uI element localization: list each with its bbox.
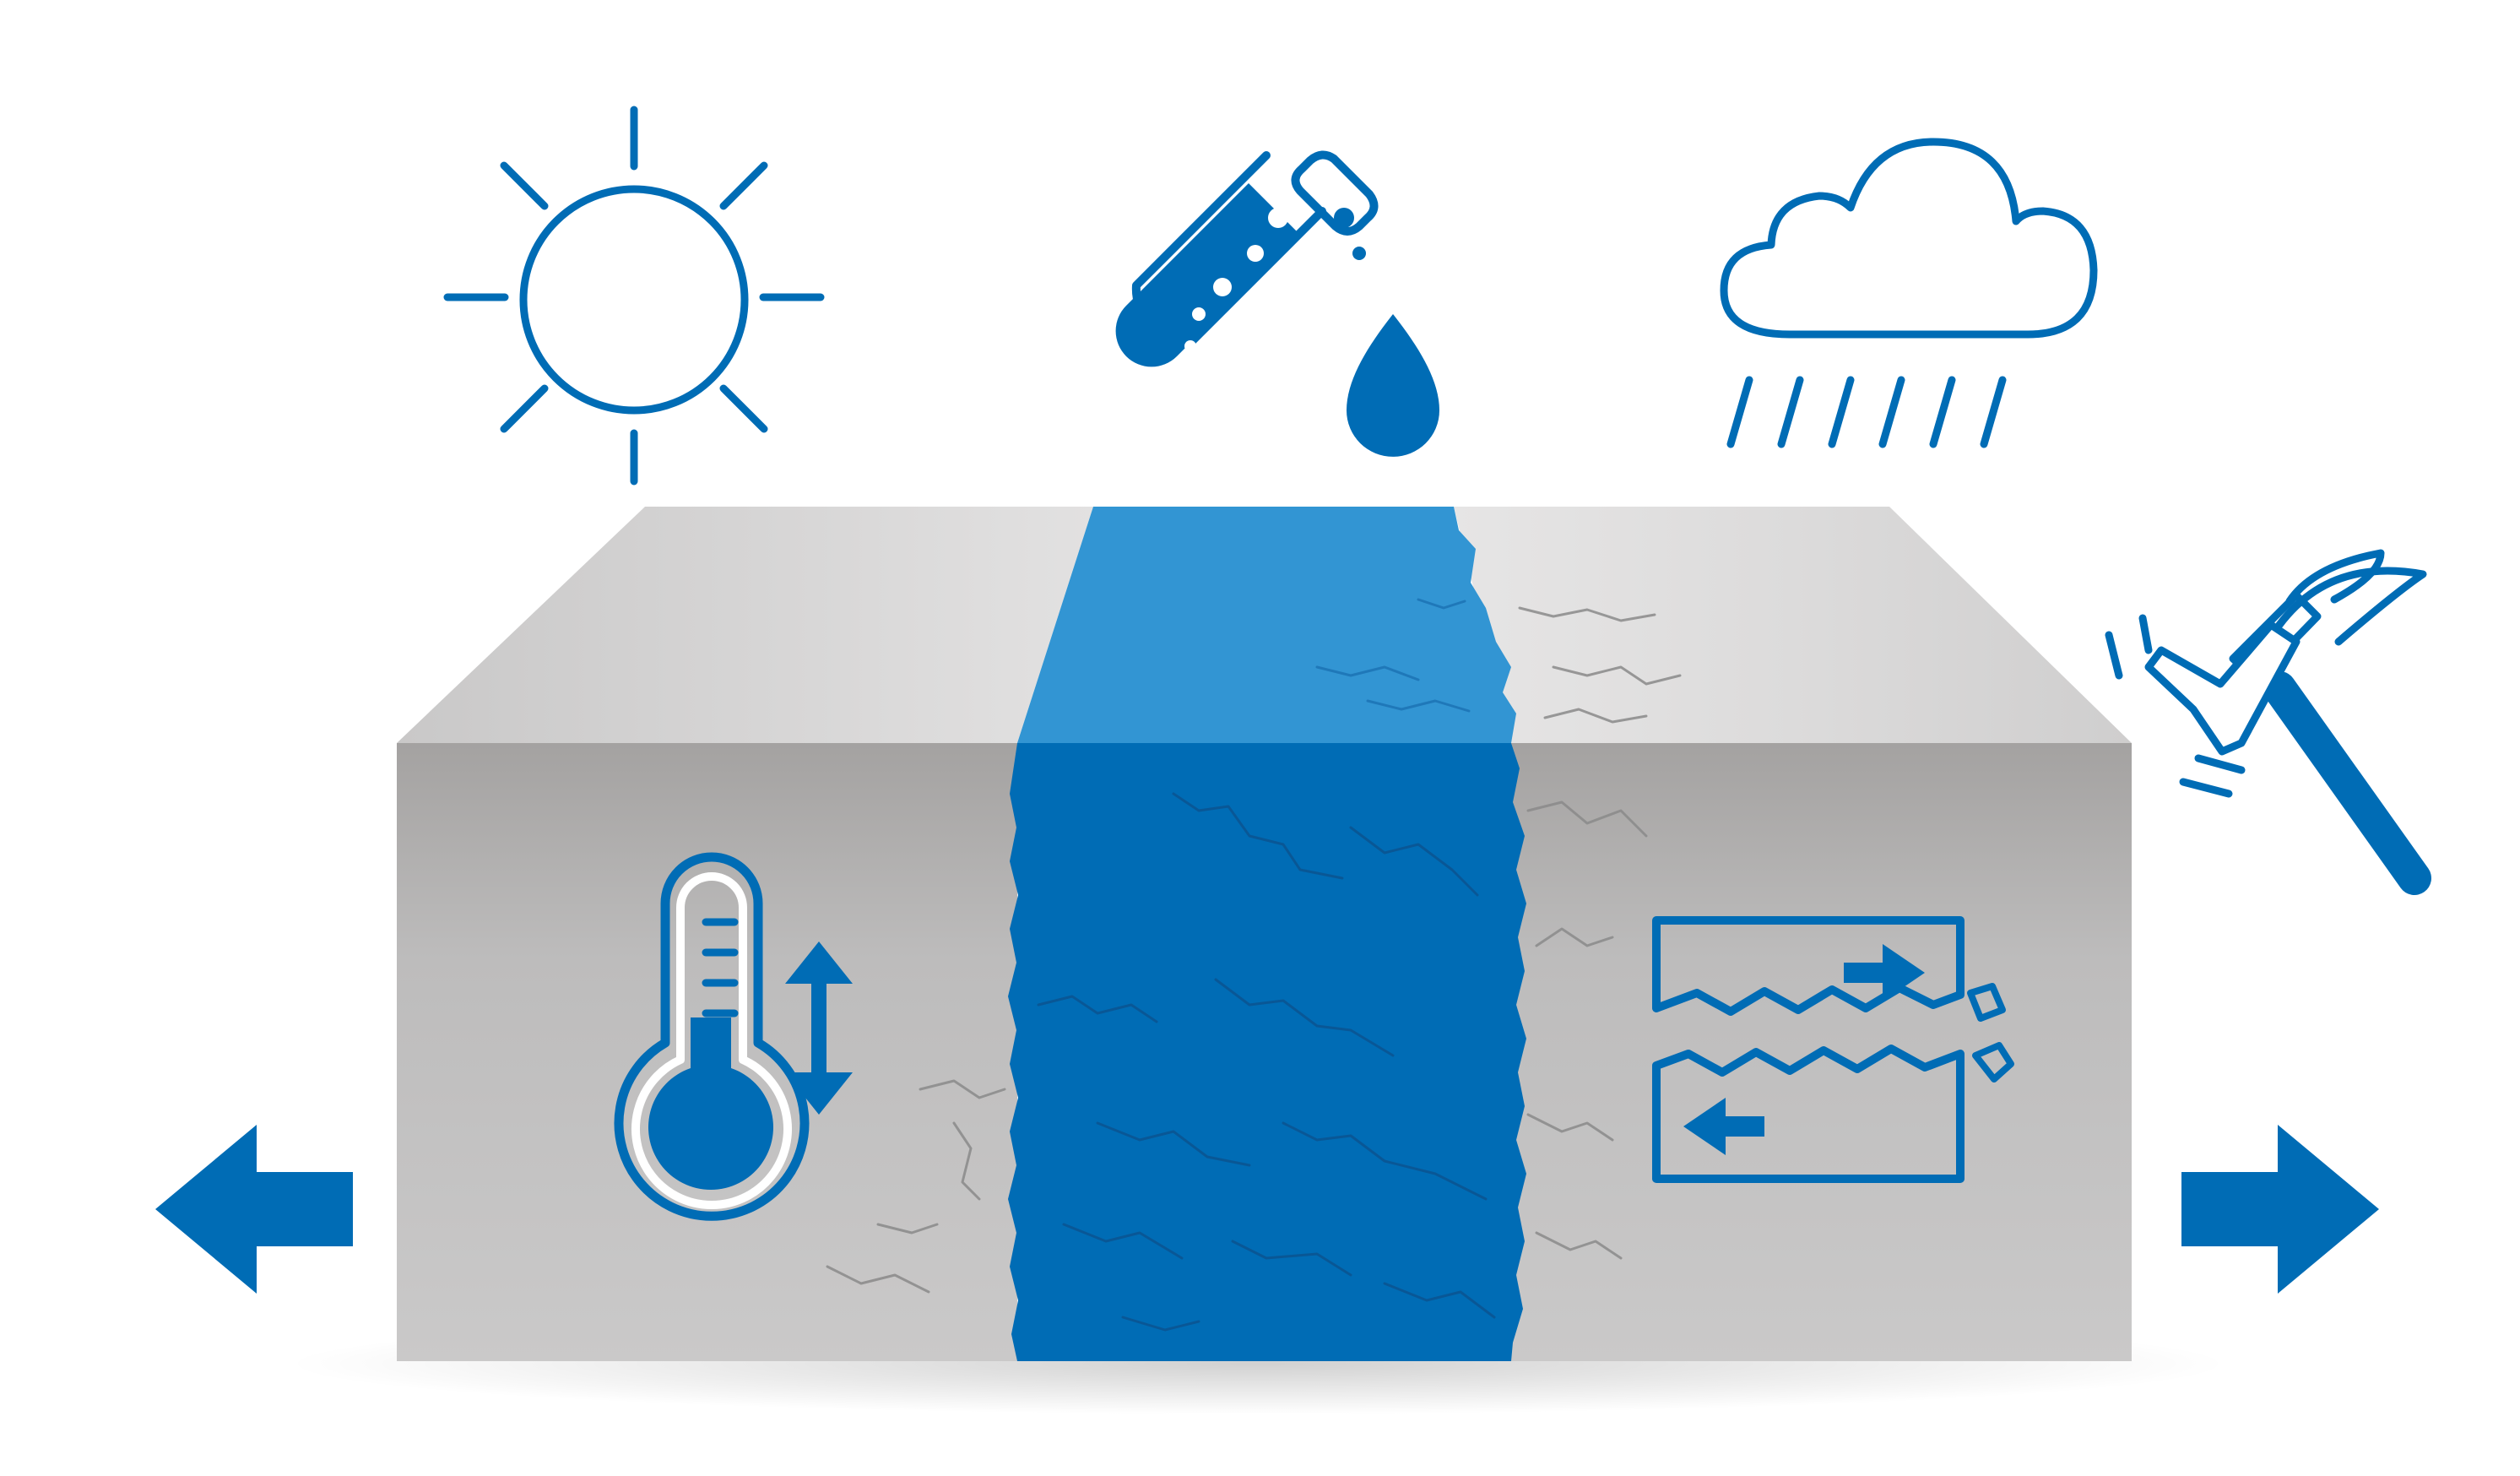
sun-icon bbox=[443, 106, 825, 486]
temperature-change-arrows-icon bbox=[785, 941, 853, 1115]
shear-movement-icon bbox=[1652, 916, 2014, 1183]
sealant-top-face bbox=[1017, 507, 1516, 743]
concrete-top-left bbox=[397, 507, 1093, 743]
concrete-cracks bbox=[826, 606, 1682, 1294]
hammer-impact-icon bbox=[2105, 549, 2431, 895]
rain-cloud-icon bbox=[1720, 138, 2098, 448]
arrow-right-icon bbox=[2181, 1125, 2379, 1294]
sealant-front-face bbox=[1008, 743, 1526, 1361]
chemical-test-tube-icon bbox=[1115, 150, 1379, 367]
sealant-joint bbox=[1008, 507, 1526, 1361]
arrow-left-icon bbox=[155, 1125, 353, 1294]
concrete-top-right bbox=[1454, 507, 2132, 743]
thermometer-icon bbox=[614, 852, 810, 1221]
droplet-icon bbox=[1347, 314, 1439, 457]
